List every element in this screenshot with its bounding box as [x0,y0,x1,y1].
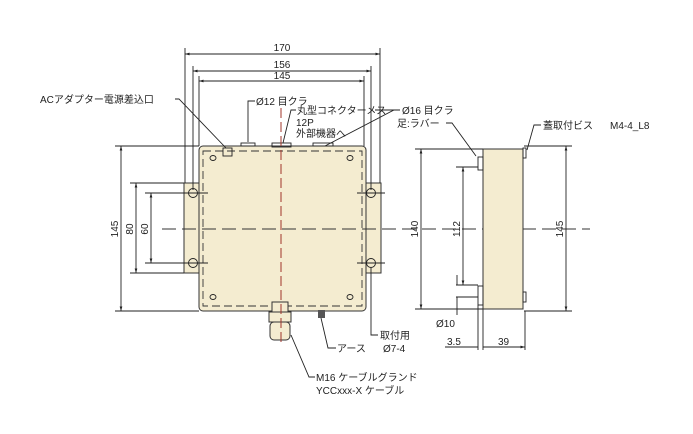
label-foot: 足:ラバー [397,118,440,130]
dim-145-side: 145 [555,220,566,237]
inner-outline [202,150,363,307]
dim-170: 170 [274,43,291,54]
lid-screw-holes [209,155,354,300]
enclosure-body [198,145,367,312]
dim-140: 140 [410,220,421,237]
callouts: ACアダプター電源差込口 Ø12 目クラ 丸型コネクターメス 12P 外部機器へ… [40,93,650,397]
label-cable-gland: M16 ケーブルグランド [316,371,418,384]
dim-3-5: 3.5 [447,337,461,348]
gland12-plug [240,142,256,147]
ac-jack [222,147,233,157]
label-connector-to: 外部機器へ [296,127,346,140]
label-ac-adapter: ACアダプター電源差込口 [40,93,154,106]
label-mount: 取付用 [380,329,410,342]
dim-145-width: 145 [274,71,291,82]
dim-156: 156 [274,60,291,71]
label-earth: アース [337,344,366,355]
dim-60: 60 [140,223,151,235]
label-mount-spec: Ø7-4 [383,344,406,355]
front-view [162,108,590,346]
earth-terminal [318,310,325,318]
label-gland12: Ø12 目クラ [256,96,308,108]
gland16-plug [312,142,334,147]
side-view: 140 112 145 Ø10 3.5 39 [410,145,572,350]
label-cable: YCCxxx-X ケーブル [316,384,404,397]
left-dimensions: 145 80 60 [110,145,199,312]
top-dimensions: 170 156 145 [184,43,381,190]
dim-80: 80 [125,223,136,235]
label-gland16: Ø16 目クラ [402,105,454,117]
cable-gland [268,301,292,341]
side-body [482,148,524,310]
label-connector-pins: 12P [296,118,314,129]
label-lid-screw-spec: M4-4_L8 [610,121,650,132]
label-connector: 丸型コネクターメス [297,104,386,117]
dim-112: 112 [452,221,463,237]
label-lid-screw: 蓋取付ビス [543,119,593,132]
dim-145-height: 145 [110,220,121,237]
dim-39: 39 [498,337,510,348]
dim-phi10: Ø10 [436,319,455,330]
